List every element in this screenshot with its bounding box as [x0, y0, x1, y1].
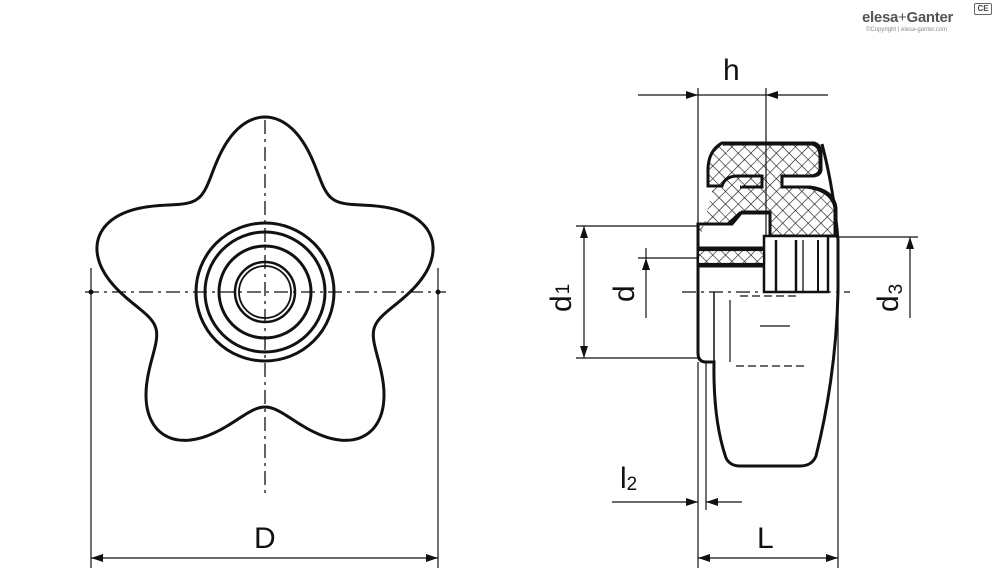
l2-label-sub: 2	[627, 474, 638, 495]
copyright-note: ©Copyright | elesa-ganter.com	[866, 27, 948, 33]
d1-label-sub: 1	[553, 284, 574, 295]
ce-badge: CE	[974, 3, 992, 15]
brand-name-left: elesa	[862, 9, 899, 26]
section-hatch-strip	[696, 248, 766, 266]
back-face-outline	[820, 143, 840, 292]
l2-label-main: l	[620, 462, 627, 495]
l2-label: l2	[620, 462, 637, 495]
front-view: D	[85, 115, 446, 568]
lower-body-outline	[696, 291, 840, 468]
side-view: h d1 d d3 l2 L	[545, 54, 918, 568]
section-hatch-main	[696, 141, 837, 266]
d3-label-main: d	[872, 295, 905, 312]
d3-label-sub: 3	[886, 284, 907, 295]
d-label: d	[608, 285, 641, 302]
d1-label: d1	[545, 284, 578, 312]
brand-logo: elesa+Ganter	[862, 9, 953, 26]
D-label: D	[254, 522, 276, 555]
L-label: L	[757, 522, 774, 555]
d1-label-main: d	[545, 295, 578, 312]
brand-plus: +	[898, 9, 907, 26]
d3-label: d3	[872, 284, 907, 312]
brand-name-right: Ganter	[906, 9, 954, 26]
h-label: h	[723, 54, 740, 87]
